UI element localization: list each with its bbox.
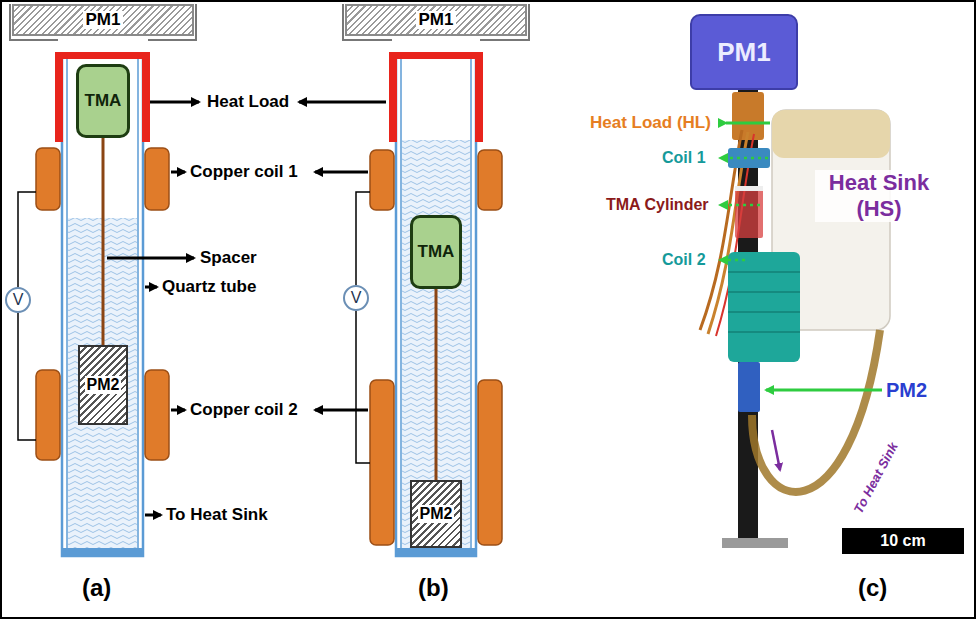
node-text: V: [351, 289, 362, 307]
part-label: To Heat Sink: [166, 505, 268, 525]
magnet-box: PM2: [410, 480, 462, 548]
part-label: Quartz tube: [162, 277, 256, 297]
part-label: Coil 1: [662, 148, 706, 168]
node-text: PM1: [83, 11, 124, 30]
leader-arrows: [107, 102, 386, 515]
node-text: PM1: [717, 38, 770, 67]
node-text: TMA: [418, 243, 455, 262]
photo-illustration: [700, 88, 890, 548]
part-label: Heat Load: [207, 92, 289, 112]
spacer-rod: [435, 289, 438, 480]
node-text: PM1: [416, 11, 457, 30]
node-text: V: [13, 291, 24, 309]
part-label: Copper coil 1: [190, 162, 298, 182]
panel-b-drawing: [343, 4, 529, 556]
tma-box: TMA: [76, 64, 130, 138]
part-label: Spacer: [200, 248, 257, 268]
scale-bar: 10 cm: [842, 528, 964, 554]
magnet-photo: PM1: [690, 14, 798, 90]
part-label: Coil 2: [662, 250, 706, 270]
voltmeter-symbol: V: [343, 285, 369, 311]
magnet-box: PM1: [12, 4, 194, 36]
part-label: Heat Load (HL): [590, 113, 711, 133]
part-label: Heat Sink (HS): [815, 170, 943, 222]
panel-label: (b): [418, 574, 449, 602]
part-label: Copper coil 2: [190, 400, 298, 420]
part-label: TMA Cylinder: [606, 195, 709, 215]
part-label: PM2: [886, 378, 927, 402]
voltmeter-symbol: V: [5, 287, 31, 313]
panel-label: (a): [82, 574, 111, 602]
panel-label: (c): [858, 574, 887, 602]
spacer-rod: [102, 138, 105, 345]
node-text: PM2: [85, 376, 122, 394]
magnet-box: PM2: [78, 345, 128, 425]
magnet-box: PM1: [345, 4, 527, 36]
node-text: PM2: [418, 505, 455, 523]
flow-label: To Heat Sink: [850, 438, 903, 518]
tma-box: TMA: [410, 215, 462, 289]
node-text: TMA: [85, 92, 122, 111]
